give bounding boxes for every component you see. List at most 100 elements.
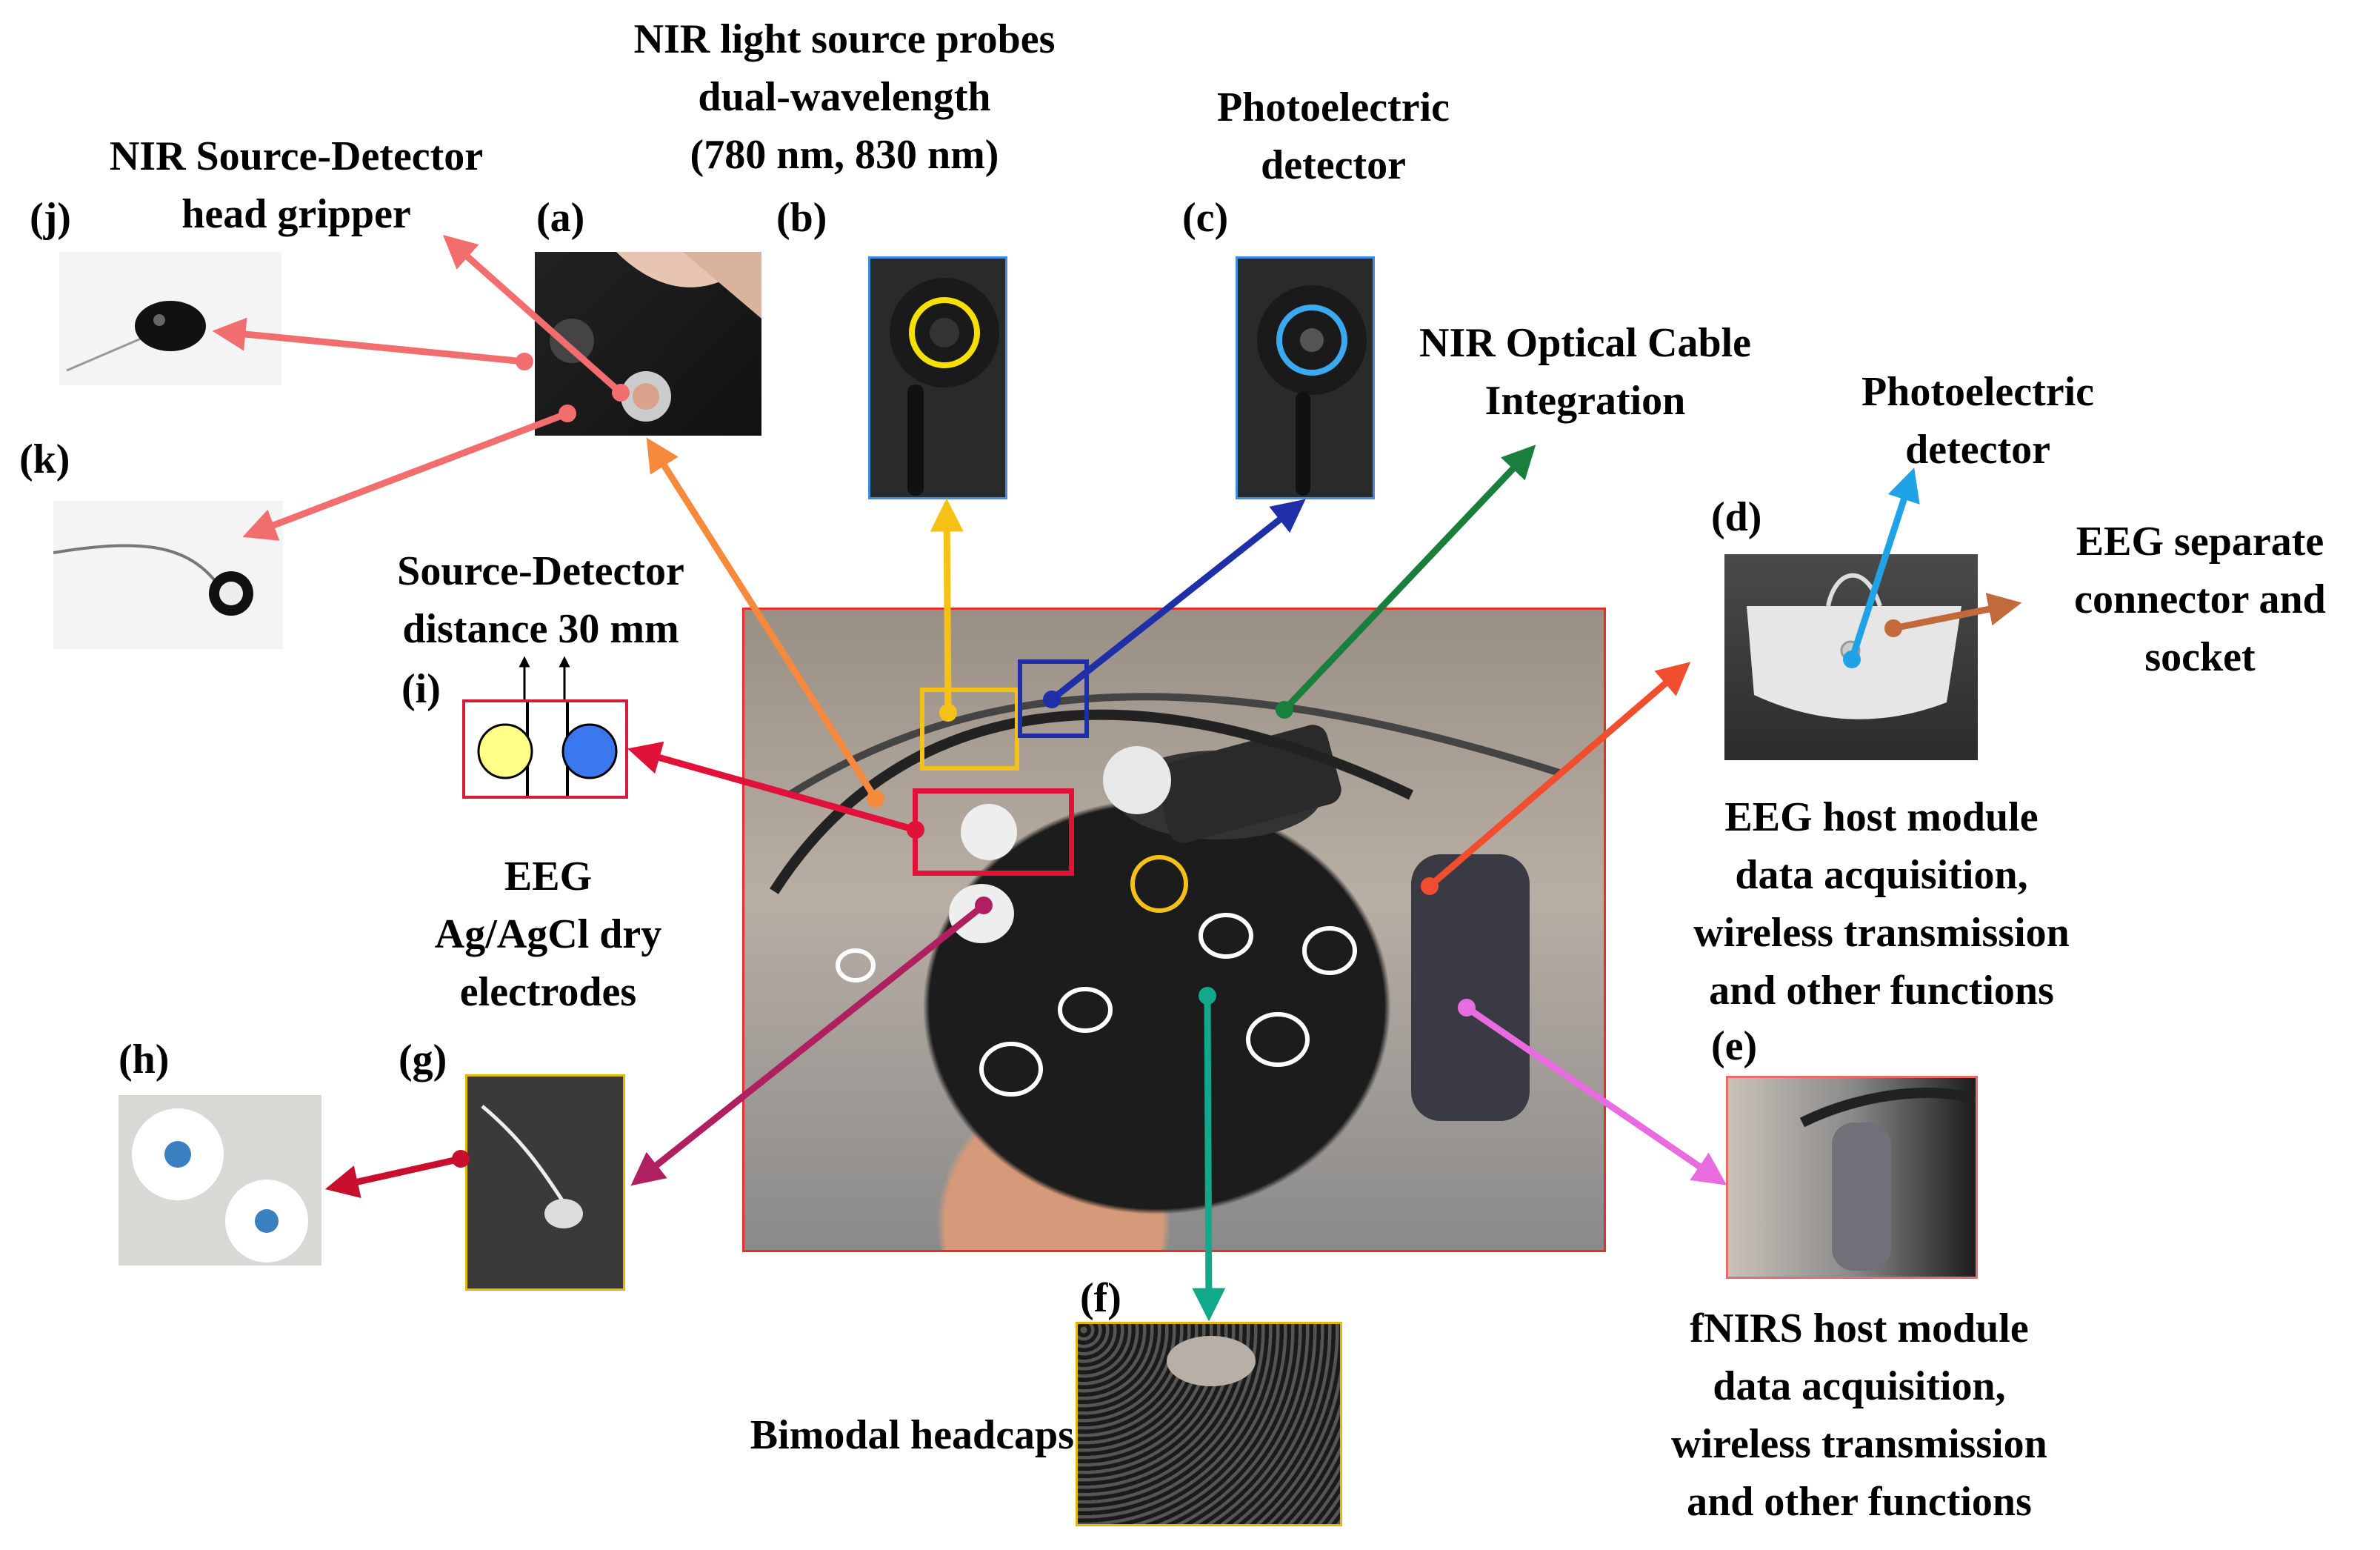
schematic-details [477, 702, 618, 796]
main-headcap-photo [742, 608, 1606, 1252]
source-circle [477, 723, 533, 779]
arrow-origin-dot [516, 353, 533, 370]
photo-h-details [132, 1108, 308, 1263]
label-sd-distance: Source-Detector distance 30 mm [341, 542, 741, 658]
arrow-origin-dots [452, 353, 1902, 1168]
arrow-to-h [324, 1155, 461, 1199]
arrow-origin-dot [452, 1150, 470, 1168]
photo-b-source-probe [868, 256, 1007, 499]
arrow-origin-dot [939, 704, 957, 722]
arrow-origin-dot [612, 384, 630, 402]
tag-h: (h) [119, 1037, 170, 1082]
arrow-to-c [1050, 499, 1306, 702]
detector-probe-highlight-box [1018, 659, 1089, 738]
label-line: NIR light source probes [633, 16, 1056, 62]
source-detector-schematic [462, 699, 628, 799]
tag-b: (b) [776, 195, 827, 241]
tag-c: (c) [1182, 195, 1229, 241]
photo-a-details [550, 252, 761, 422]
photo-c-details [1257, 285, 1367, 496]
arrow-to-photoelectric [1848, 468, 1920, 661]
label-optical-cable: NIR Optical Cable Integration [1348, 314, 1822, 430]
label-line: Photoelectric [1216, 84, 1450, 130]
source-probe-highlight-box [920, 688, 1019, 771]
label-line: Integration [1484, 378, 1686, 424]
photo-g-details [481, 1105, 583, 1228]
label-line: distance 30 mm [402, 606, 679, 652]
label-photoelectric-c: Photoelectric detector [1156, 79, 1511, 194]
arrow-to-f [1192, 995, 1226, 1322]
photo-f-details [1167, 1336, 1256, 1386]
arrow-to-g [630, 902, 986, 1186]
tag-k: (k) [19, 436, 70, 482]
label-line: connector and [2074, 576, 2326, 622]
tag-a: (a) [536, 195, 585, 241]
arrow-to-e [1464, 1005, 1727, 1185]
tag-e: (e) [1711, 1023, 1758, 1069]
label-photoelectric-d: Photoelectric detector [1793, 363, 2163, 479]
arrow-origin-dot [1043, 691, 1061, 708]
photo-a-gripper [535, 252, 761, 436]
detector-circle [561, 723, 618, 779]
photo-e-fnirs-host [1726, 1076, 1978, 1279]
arrow-origin-dot [907, 821, 924, 839]
arrow-to-cable [1281, 445, 1536, 713]
label-line: NIR Optical Cable [1419, 320, 1751, 366]
label-line: detector [1261, 142, 1406, 188]
label-source-probes: NIR light source probes dual-wavelength … [570, 10, 1119, 184]
arrow-to-k [242, 410, 569, 541]
label-line: head gripper [181, 191, 411, 237]
label-line: Photoelectric [1861, 369, 2095, 415]
arrow-origin-dot [1199, 987, 1216, 1005]
label-line: wireless transmission [1671, 1421, 2047, 1467]
label-line: Ag/AgCl dry [434, 911, 662, 957]
tag-d: (d) [1711, 494, 1762, 540]
label-line: EEG separate [2076, 519, 2324, 565]
arrow-to-j [212, 317, 525, 365]
label-line: electrodes [459, 969, 637, 1015]
arrow-origin-dot [975, 897, 993, 914]
label-eeg-connector: EEG separate connector and socket [2022, 513, 2378, 686]
arrow-origin-dot [1421, 877, 1439, 895]
arrow-origin-dot [1843, 651, 1861, 668]
label-line: EEG [504, 854, 593, 899]
label-line: data acquisition, [1735, 852, 2028, 898]
label-line: and other functions [1687, 1479, 2032, 1525]
arrow-origin-dot [867, 790, 884, 808]
tag-g: (g) [399, 1037, 447, 1082]
label-fnirs-host: fNIRS host module data acquisition, wire… [1585, 1300, 2133, 1531]
label-eeg-electrodes: EEG Ag/AgCl dry electrodes [363, 848, 733, 1021]
tag-i: (i) [401, 666, 441, 712]
photo-c-detector [1236, 256, 1375, 499]
label-line: wireless transmission [1693, 910, 2070, 956]
label-headcaps: Bimodal headcaps [750, 1412, 1074, 1458]
tag-f: (f) [1080, 1275, 1121, 1321]
arrow-to-gripper-title [442, 235, 623, 396]
arrow-to-a [646, 437, 879, 801]
photo-f-fabric [1076, 1322, 1342, 1526]
arrow-to-i [627, 741, 917, 834]
arrow-origin-dot [559, 405, 576, 422]
arrow-to-connector [1893, 593, 2022, 632]
label-line: data acquisition, [1713, 1363, 2006, 1409]
arrow-to-b [930, 498, 964, 714]
arrow-origin-dot [1276, 701, 1293, 719]
arrow-origin-dot [1884, 619, 1902, 637]
photo-e-details [1799, 1088, 1976, 1271]
label-line: EEG host module [1724, 794, 2039, 840]
tag-j: (j) [30, 195, 71, 241]
label-gripper: NIR Source-Detector head gripper [59, 127, 533, 243]
photo-g-electrode [465, 1074, 625, 1291]
label-line: dual-wavelength [698, 74, 991, 120]
label-line: Source-Detector [397, 548, 684, 594]
label-line: socket [2144, 634, 2256, 680]
label-line: (780 nm, 830 nm) [690, 132, 999, 178]
label-eeg-host: EEG host module data acquisition, wirele… [1600, 788, 2163, 1020]
photo-j-details [66, 301, 206, 372]
label-line: and other functions [1709, 968, 2054, 1014]
label-line: detector [1905, 427, 2050, 473]
photo-b-details [890, 278, 999, 496]
label-line: fNIRS host module [1690, 1305, 2029, 1351]
